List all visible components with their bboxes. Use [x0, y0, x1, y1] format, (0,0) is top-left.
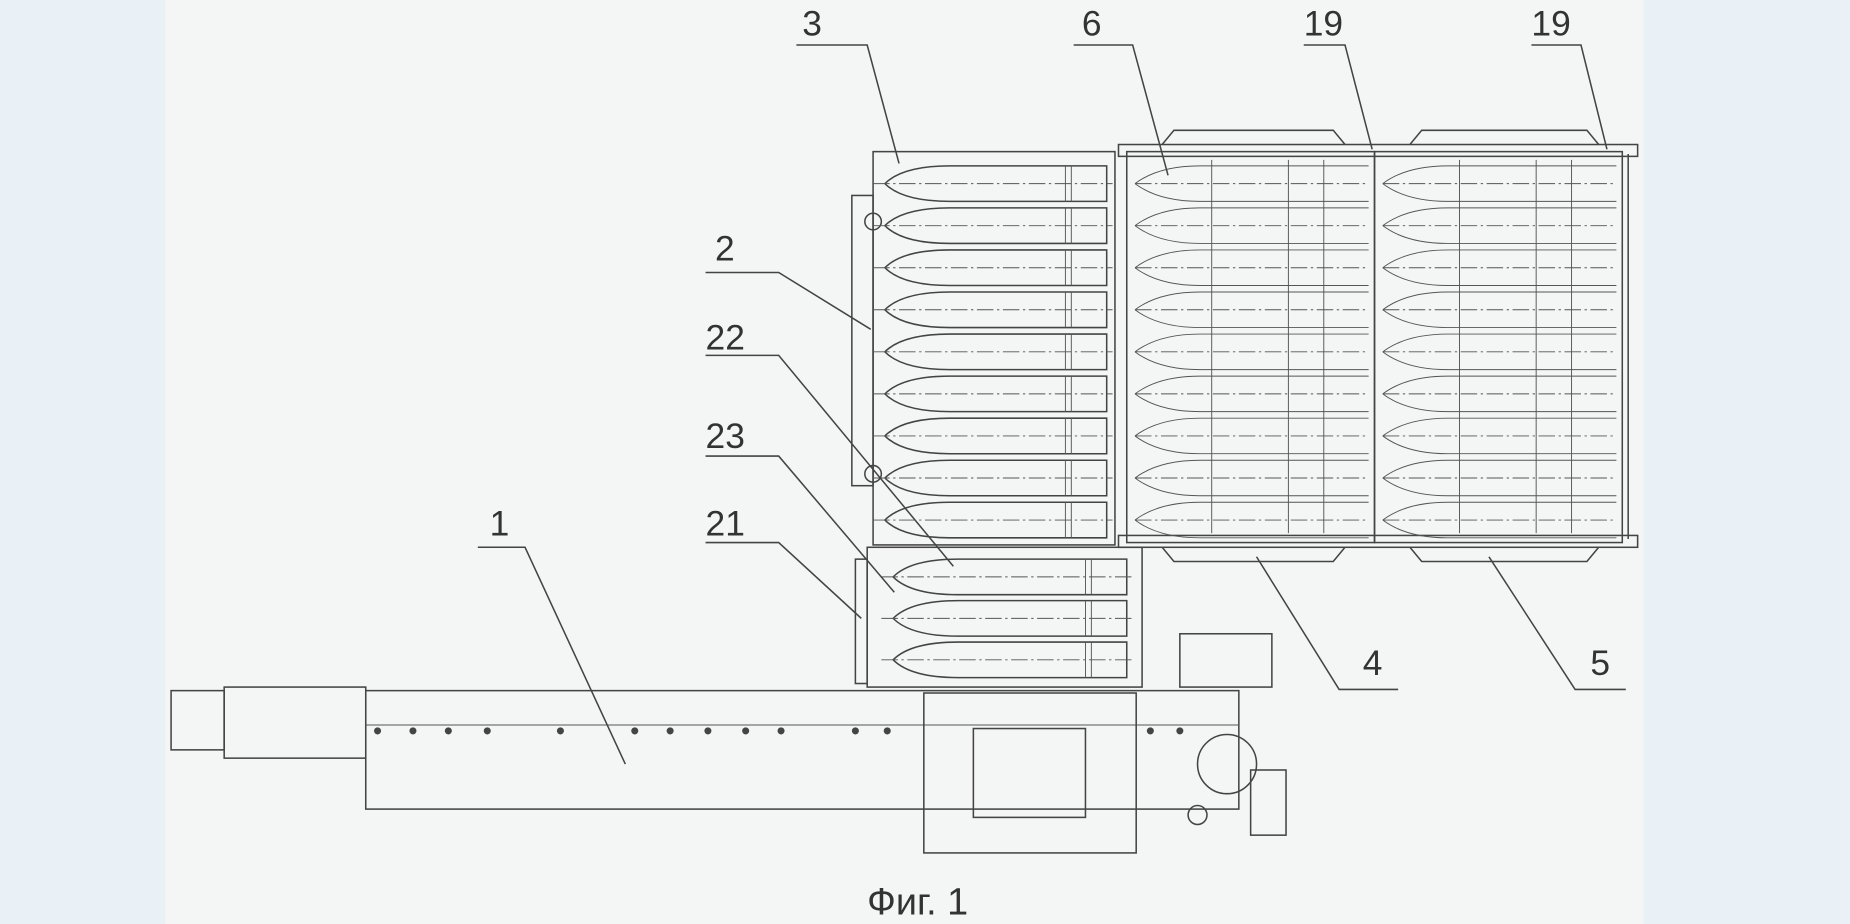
rivet — [374, 727, 382, 735]
rivet — [883, 727, 891, 735]
rivet — [1176, 727, 1184, 735]
label-23: 23 — [706, 416, 745, 456]
label-19-left: 19 — [1304, 3, 1343, 43]
conveyor-shell — [1382, 333, 1617, 371]
label-21: 21 — [706, 503, 745, 543]
conveyor-shell — [1382, 459, 1617, 497]
conveyor-shell — [1134, 375, 1369, 413]
upper-magazine-3 — [851, 150, 1116, 546]
rivet — [483, 727, 491, 735]
rivet — [1146, 727, 1154, 735]
lower-magazine-21 — [854, 546, 1143, 688]
rivet — [742, 727, 750, 735]
label-3: 3 — [802, 3, 822, 43]
label-4: 4 — [1363, 643, 1383, 683]
rivet — [851, 727, 859, 735]
conveyor-shell — [1134, 291, 1369, 329]
label-19-right: 19 — [1531, 3, 1570, 43]
conveyor-shell — [1134, 333, 1369, 371]
conveyor-shell — [1382, 501, 1617, 539]
rivet — [631, 727, 639, 735]
drawing-sheet — [165, 0, 1644, 924]
rivet — [556, 727, 564, 735]
label-5: 5 — [1590, 643, 1610, 683]
label-1: 1 — [490, 503, 510, 543]
conveyor-shell — [1382, 291, 1617, 329]
conveyor-shell — [1134, 459, 1369, 497]
conveyor-shell — [1382, 207, 1617, 244]
label-2: 2 — [715, 229, 735, 269]
rivet — [777, 727, 785, 735]
conveyor-shell — [1382, 165, 1617, 202]
rivet — [444, 727, 452, 735]
figure-caption: Фиг. 1 — [867, 881, 968, 923]
conveyor-shell — [1134, 249, 1369, 286]
conveyor-shell — [1382, 417, 1617, 455]
conveyor-shell — [1382, 249, 1617, 286]
label-6: 6 — [1082, 3, 1102, 43]
conveyor-shell — [1134, 417, 1369, 455]
conveyor-shell — [1134, 501, 1369, 539]
shells — [873, 159, 1617, 679]
rivet — [666, 727, 674, 735]
rivet — [704, 727, 712, 735]
label-22: 22 — [706, 317, 745, 357]
rivets — [374, 727, 1184, 735]
rammer-1 — [170, 632, 1287, 854]
leader-lines — [477, 44, 1626, 765]
conveyor-shell — [1382, 375, 1617, 413]
rivet — [409, 727, 417, 735]
conveyor-shell — [1134, 207, 1369, 244]
conveyor-5 — [1373, 129, 1629, 563]
